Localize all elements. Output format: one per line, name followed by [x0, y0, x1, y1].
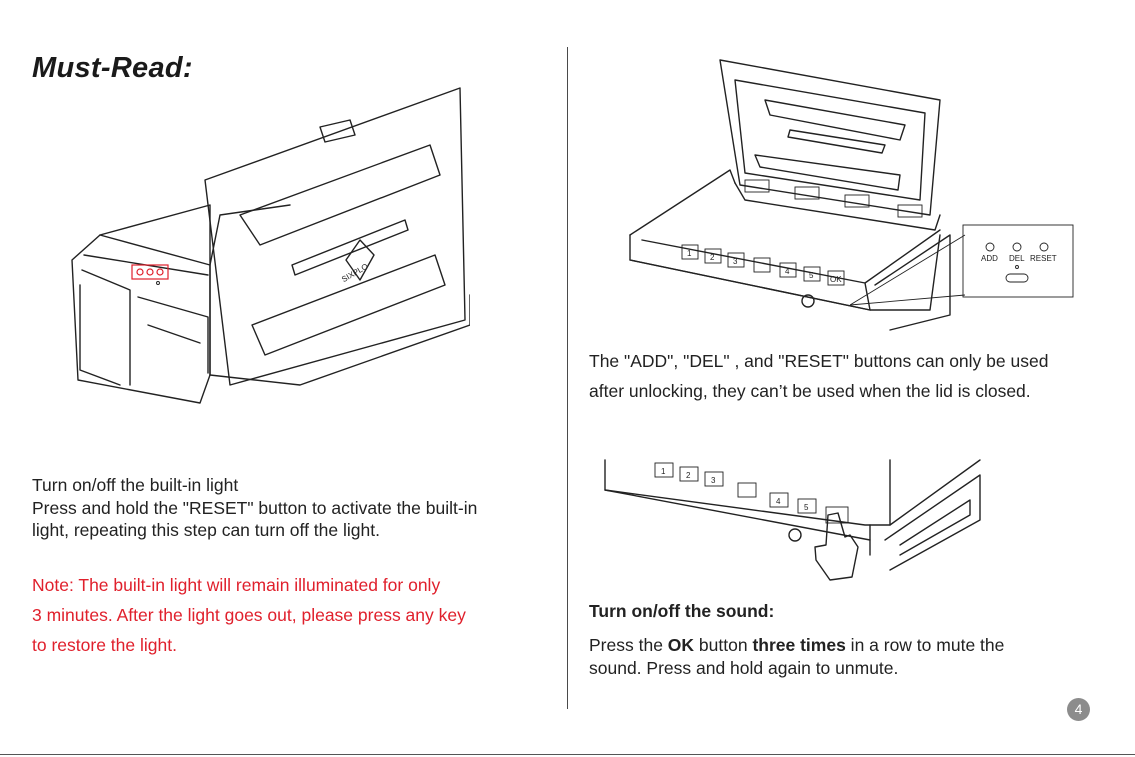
note-line2: 3 minutes. After the light goes out, ple…	[32, 605, 466, 625]
sound-text-part1: Press the	[589, 635, 668, 655]
column-divider	[567, 47, 568, 709]
note-line1: Note: The built-in light will remain ill…	[32, 575, 441, 595]
ok-emphasis: OK	[667, 635, 695, 655]
sound-text-part3: in a row to mute the	[845, 635, 1005, 655]
usb-port-icon	[1005, 273, 1029, 283]
keypad-press-illustration: 1 2 3 4 5	[604, 459, 981, 581]
light-text-line2: light, repeating this step can turn off …	[32, 520, 380, 540]
keypad-key-label: 2	[686, 471, 691, 480]
note-line3: to restore the light.	[32, 635, 177, 655]
keyhole-icon	[801, 294, 815, 308]
light-heading: Turn on/off the built-in light	[32, 475, 239, 495]
logo-text: SIXPLO	[340, 262, 370, 284]
inner-button-panel	[131, 264, 169, 280]
inner-button-icon	[136, 268, 144, 276]
keypad-key-label: 2	[710, 253, 715, 262]
callout-label-add: ADD	[981, 254, 998, 263]
buttons-text-line2: after unlocking, they can’t be used when…	[589, 381, 1031, 401]
finger-icon	[814, 512, 859, 581]
keypad-key-label: OK	[830, 275, 842, 284]
keypad-key-label: 1	[687, 249, 692, 258]
keypad-key-label: 1	[661, 467, 666, 476]
sound-heading: Turn on/off the sound:	[589, 601, 775, 621]
keypad-key-label: 5	[804, 503, 809, 512]
safe-open-illustration: SIXPLO	[71, 87, 470, 404]
page-number: 4	[1067, 698, 1090, 721]
safe-keypad-illustration: 1 2 3 4 5 OK ADD DEL RESET	[629, 59, 1074, 331]
page-title: Must-Read:	[32, 52, 193, 84]
bottom-rule	[0, 754, 1135, 755]
callout-label-reset: RESET	[1030, 254, 1057, 263]
light-text-line1: Press and hold the "RESET" button to act…	[32, 498, 478, 518]
reset-button-icon	[1039, 242, 1049, 252]
keypad-key-label: 3	[733, 257, 738, 266]
keypad-key-label: 4	[785, 267, 790, 276]
sound-text-line1: Press the OK button three times in a row…	[589, 634, 1004, 657]
buttons-text-line1: The "ADD", "DEL" , and "RESET" buttons c…	[589, 351, 1049, 371]
three-times-emphasis: three times	[752, 635, 846, 655]
inner-button-icon	[156, 268, 164, 276]
ok-key	[825, 506, 849, 524]
sound-text-line2: sound. Press and hold again to unmute.	[589, 658, 899, 678]
keypad-key-label: 5	[809, 271, 814, 280]
keyhole-icon	[788, 528, 802, 542]
callout-label-del: DEL	[1009, 254, 1025, 263]
keypad-key-label: 4	[776, 497, 781, 506]
inner-button-icon	[146, 268, 154, 276]
del-button-icon	[1012, 242, 1022, 252]
keypad-key-label: 3	[711, 476, 716, 485]
add-button-icon	[985, 242, 995, 252]
button-callout	[962, 224, 1074, 298]
sound-text-part2: button	[694, 635, 753, 655]
